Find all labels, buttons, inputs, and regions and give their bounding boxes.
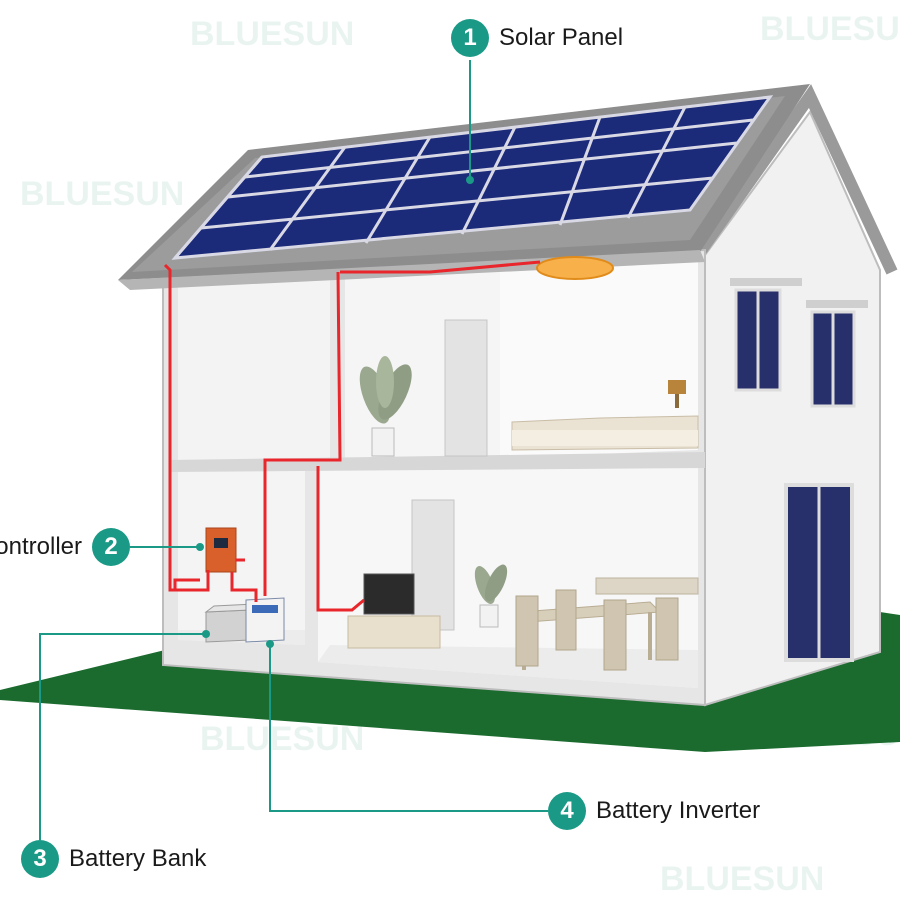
callout-number-badge: 3 <box>21 840 59 878</box>
plant-upstairs <box>359 356 412 457</box>
svg-text:BLUESUN: BLUESUN <box>200 720 364 758</box>
svg-text:BLUESUN: BLUESUN <box>660 860 824 898</box>
callout-number-badge: 4 <box>548 792 586 830</box>
wiring <box>163 260 541 612</box>
side-windows <box>730 278 868 662</box>
callout-battery-inverter: 4 Battery Inverter <box>548 792 760 830</box>
callout-label: Battery Inverter <box>596 797 761 824</box>
callout-battery-bank: 3 Battery Bank <box>21 840 206 878</box>
callout-label: Solar Panel <box>499 24 624 51</box>
svg-text:BLUESUN: BLUESUN <box>20 175 184 213</box>
ceiling-light <box>536 256 614 280</box>
battery-inverter-device <box>245 597 285 643</box>
callout-controller: Controller 2 <box>0 528 130 566</box>
bedroom-furniture <box>511 380 699 451</box>
svg-text:BLUESUN: BLUESUN <box>190 15 354 53</box>
charge-controller-device <box>205 527 237 573</box>
svg-text:BLUESUN: BLUESUN <box>760 10 900 48</box>
plant-downstairs <box>474 564 508 628</box>
callout-solar-panel: 1 Solar Panel <box>451 19 623 57</box>
callout-number-badge: 1 <box>451 19 489 57</box>
callout-label: Controller <box>0 533 82 560</box>
dining-set <box>515 577 699 671</box>
callout-label: Battery Bank <box>69 845 207 872</box>
callout-number-badge: 2 <box>92 528 130 566</box>
callout-leaders <box>39 60 548 840</box>
tv-unit <box>347 573 441 649</box>
